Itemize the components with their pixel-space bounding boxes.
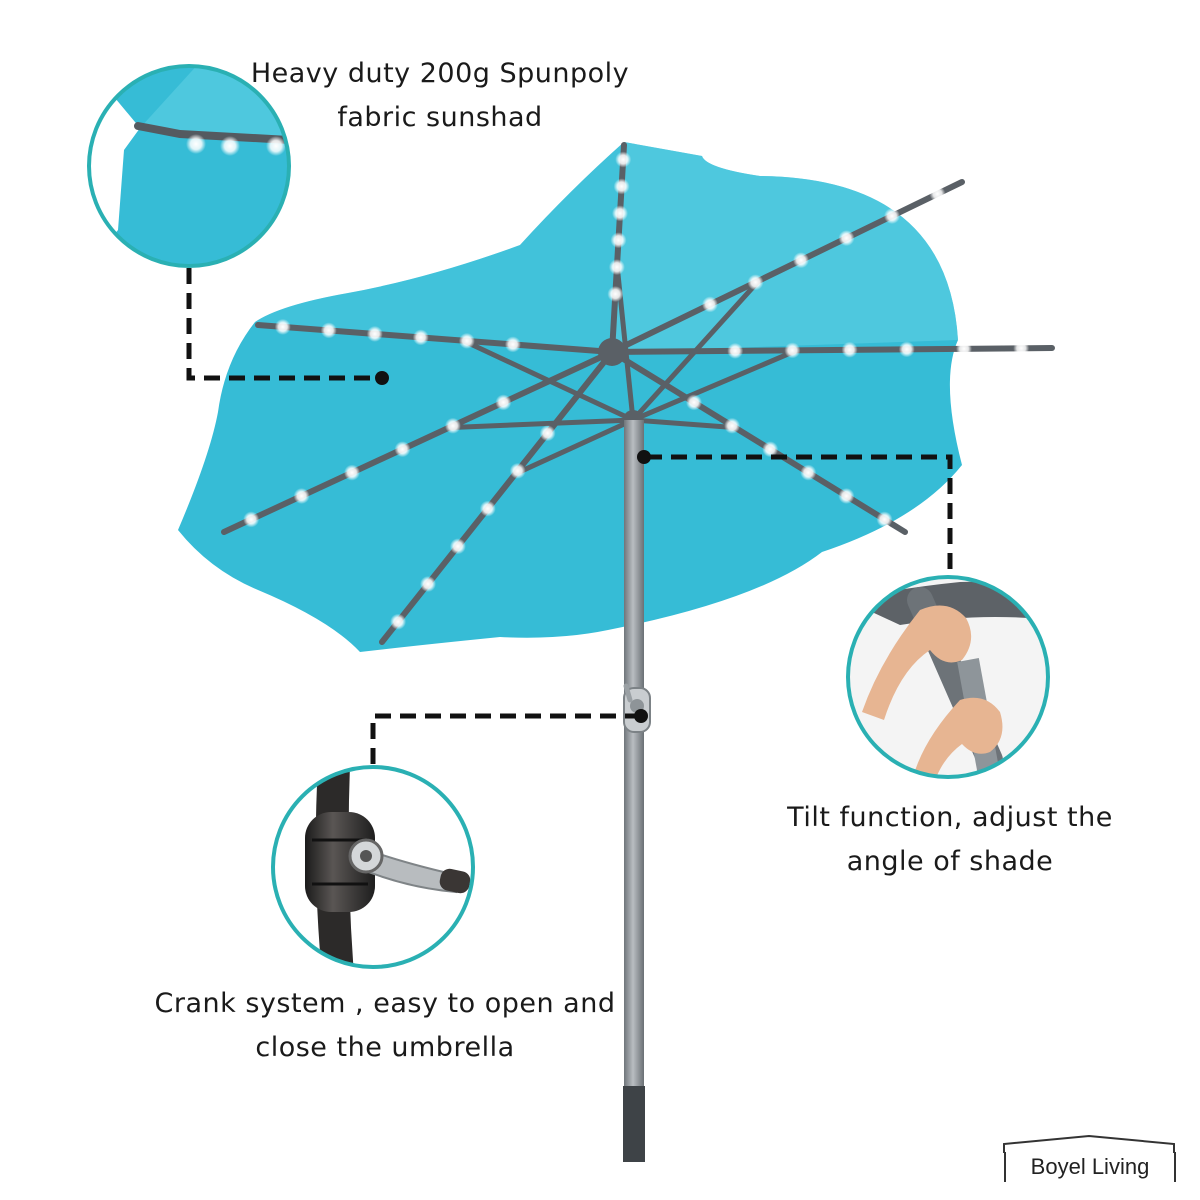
umbrella-rib [255,322,615,355]
brand-logo: Boyel Living [1002,1134,1176,1186]
umbrella-rib [609,349,908,535]
led-light [727,342,744,359]
callout-crank-line2: close the umbrella [255,1032,515,1063]
led-light [800,464,817,481]
tilt-detail-circle [846,575,1050,779]
leader-dot-tilt [637,450,651,464]
crank-housing [305,812,375,912]
led-light [610,232,627,249]
pole-crank-handle [623,683,633,703]
umbrella-rib [609,345,1055,355]
led-light [495,394,512,411]
leader-dot-crank [634,709,648,723]
led-light [1013,340,1030,357]
led-light [793,252,809,269]
led-light [539,425,556,442]
callout-crank: Crank system , easy to open and close th… [150,982,620,1070]
callout-fabric-line2: fabric sunshad [337,102,543,133]
led-light [344,464,360,481]
closeup-led-light [220,136,240,156]
led-light [444,417,461,434]
pole-base-sleeve [623,1086,645,1162]
leader-dot-fabric [375,371,389,385]
led-light [612,205,628,222]
led-light [929,185,946,202]
led-light [762,441,779,458]
callout-tilt: Tilt function, adjust the angle of shade [760,796,1140,884]
led-light [747,274,764,291]
led-light [838,230,855,247]
led-light [884,208,900,224]
brand-name: Boyel Living [1004,1152,1176,1182]
led-light [607,286,624,302]
led-light [390,613,407,630]
led-light [509,462,526,479]
led-light [458,332,475,349]
callout-fabric-line1: Heavy duty 200g Spunpoly [250,58,630,89]
led-light [243,511,260,528]
main-umbrella [178,142,1055,1162]
callout-crank-line1: Crank system , easy to open and [154,988,616,1019]
led-light [479,500,496,517]
led-light [504,336,521,353]
umbrella-stretcher [632,348,798,423]
led-light [615,151,632,168]
crank-detail-circle [271,765,475,969]
led-light [274,318,291,335]
led-light [412,329,429,346]
fabric-detail-circle [87,64,291,268]
canopy-panel-highlight [612,142,958,352]
led-light [876,511,893,528]
umbrella-stretcher [632,417,736,431]
led-light [293,488,310,504]
led-light [702,296,718,313]
callout-tilt-line1: Tilt function, adjust the [787,802,1113,833]
umbrella-rib [379,349,615,645]
house-roof-logo-icon [1003,1134,1175,1153]
umbrella-stretcher [448,417,634,431]
led-light [956,340,972,357]
led-light [838,488,855,504]
crank-grip [439,868,471,894]
led-light [394,441,411,458]
led-light [686,394,702,411]
closeup-led-strip [186,134,286,156]
hand-upper [862,605,972,720]
closeup-rib [134,122,289,144]
led-light [320,322,337,339]
hand-lower [910,697,1003,777]
leader-lines [186,268,953,765]
umbrella-stretcher [462,338,635,423]
callout-tilt-line2: angle of shade [846,846,1054,877]
led-light [898,341,915,358]
umbrella-rib [609,179,965,355]
led-light-strip [243,151,1030,630]
closeup-led-light [266,136,286,156]
led-light [420,576,436,592]
leader-line-tilt [646,454,953,575]
led-light [449,538,466,555]
umbrella-pole [624,420,644,1150]
callout-fabric: Heavy duty 200g Spunpoly fabric sunshad [200,52,680,140]
led-light [608,259,625,276]
umbrella-hub [598,338,626,366]
led-light [841,341,858,358]
canopy-panel-highlight [255,142,624,352]
led-light [724,417,741,434]
led-light [784,342,801,359]
led-light [613,178,630,195]
leader-line-crank [370,713,641,765]
closeup-led-light [186,134,206,154]
leader-line-fabric [186,268,382,381]
umbrella-stretcher [514,417,635,477]
led-light [366,325,383,342]
